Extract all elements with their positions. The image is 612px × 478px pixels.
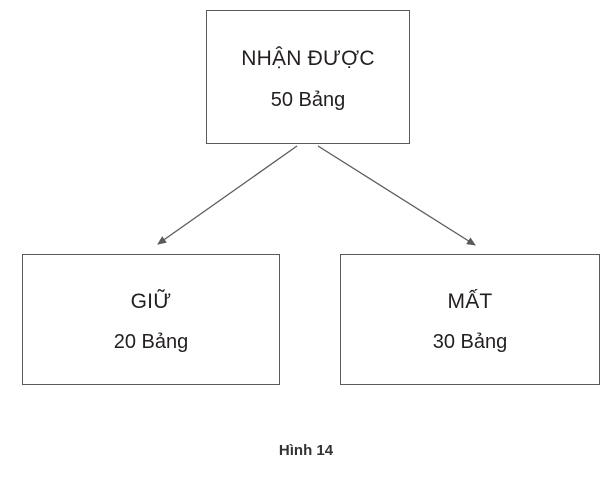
- lose-box: MẤT 30 Bảng: [340, 254, 600, 385]
- figure-caption: Hình 14: [278, 442, 334, 459]
- arrow-to-keep: [157, 145, 298, 245]
- received-box: NHẬN ĐƯỢC 50 Bảng: [206, 10, 410, 144]
- lose-value: 30 Bảng: [432, 331, 508, 353]
- arrow-to-lose: [317, 145, 476, 246]
- keep-box: GIỮ 20 Bảng: [22, 254, 280, 385]
- received-value: 50 Bảng: [270, 89, 346, 111]
- lose-title: MẤT: [447, 290, 493, 313]
- received-title: NHẬN ĐƯỢC: [241, 47, 375, 70]
- keep-title: GIỮ: [130, 290, 172, 313]
- keep-value: 20 Bảng: [113, 331, 189, 353]
